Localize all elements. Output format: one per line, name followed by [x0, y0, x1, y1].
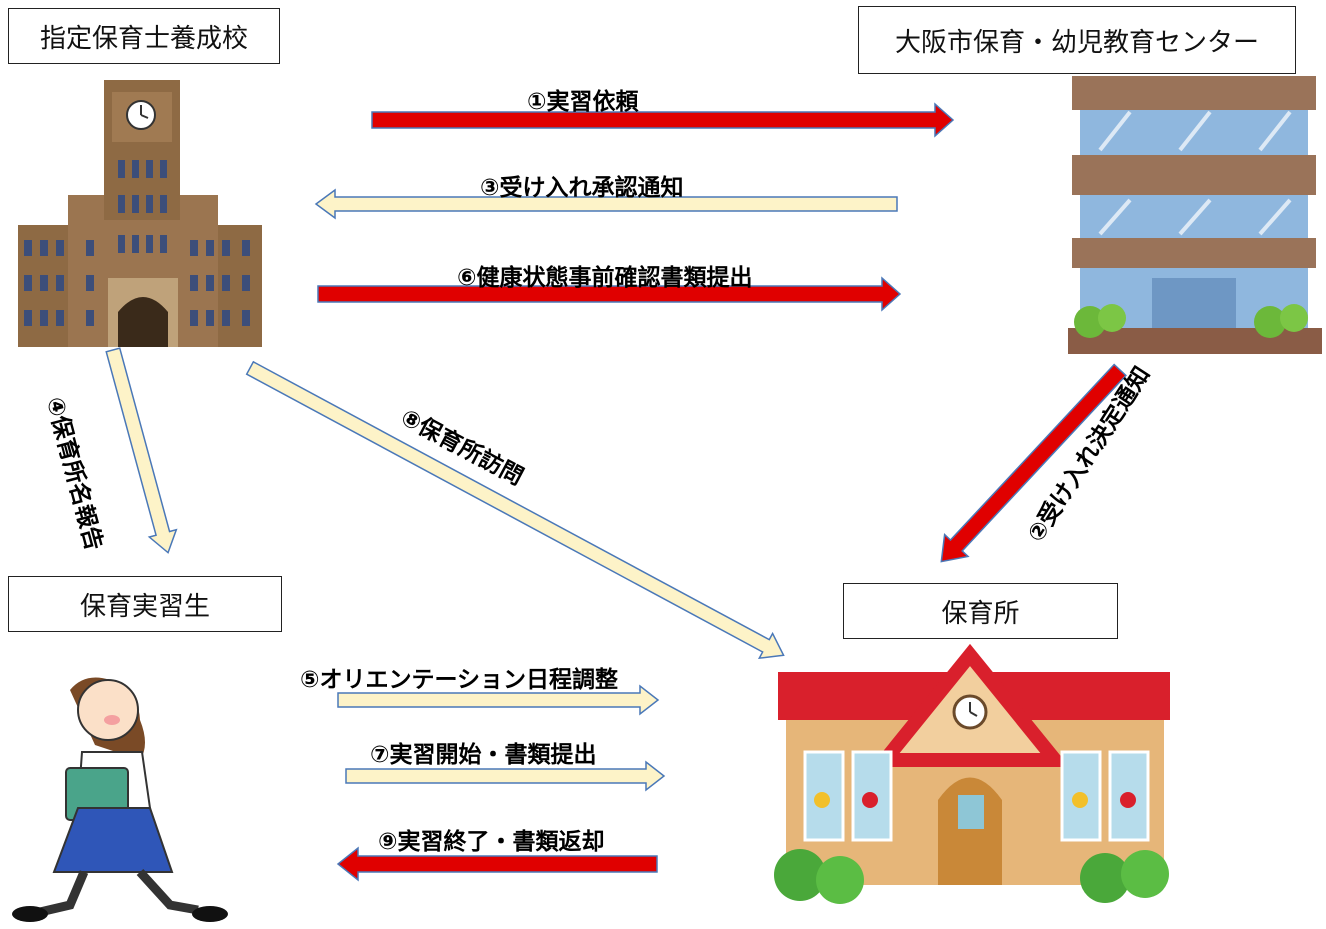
arrow-7 [345, 760, 666, 792]
arrow-9 [336, 846, 658, 882]
label-step-3: ③受け入れ承認通知 [480, 175, 684, 201]
arrow-2 [940, 363, 1127, 563]
nursery-building-icon [774, 643, 1170, 904]
arrow-8 [245, 360, 785, 660]
label-step-1: ①実習依頼 [527, 89, 639, 115]
node-student: 保育実習生 [8, 576, 282, 632]
arrow-3 [314, 188, 898, 220]
arrow-1 [371, 102, 955, 138]
label-step-5: ⑤オリエンテーション日程調整 [300, 667, 619, 693]
arrow-6 [317, 276, 902, 312]
arrow-5 [337, 684, 660, 716]
arrow-4 [105, 347, 178, 554]
label-step-7: ⑦実習開始・書類提出 [370, 742, 597, 768]
student-girl-icon [12, 677, 228, 922]
university-building-icon [18, 80, 262, 347]
label-step-6: ⑥健康状態事前確認書類提出 [457, 265, 753, 291]
node-nursery: 保育所 [843, 583, 1118, 639]
node-center: 大阪市保育・幼児教育センター [858, 6, 1296, 74]
label-step-9: ⑨実習終了・書類返却 [378, 829, 605, 855]
office-building-icon [1068, 76, 1322, 354]
node-school: 指定保育士養成校 [8, 8, 280, 64]
